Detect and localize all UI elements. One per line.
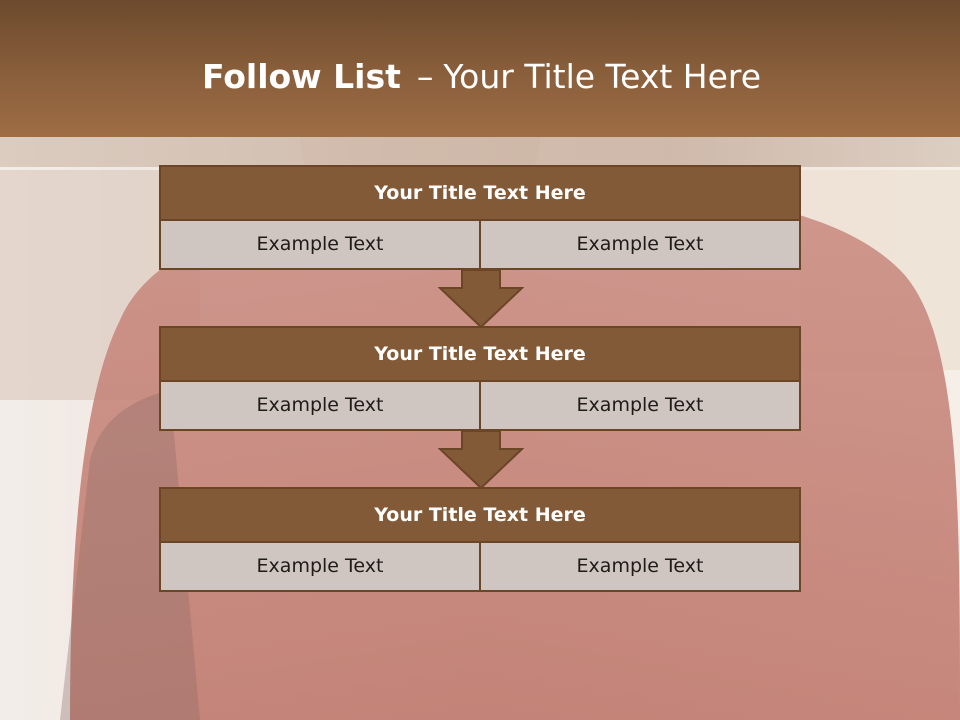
block-row: Example Text Example Text bbox=[159, 221, 801, 270]
follow-block-3: Your Title Text Here Example Text Exampl… bbox=[159, 487, 801, 592]
block-title: Your Title Text Here bbox=[159, 487, 801, 543]
follow-block-1: Your Title Text Here Example Text Exampl… bbox=[159, 165, 801, 270]
block-row: Example Text Example Text bbox=[159, 382, 801, 431]
arrow-down-icon bbox=[438, 431, 524, 489]
slide-title: Follow List–Your Title Text Here bbox=[202, 52, 761, 102]
title-bar bbox=[0, 0, 960, 137]
slide-title-bold: Follow List bbox=[202, 57, 401, 96]
block-row: Example Text Example Text bbox=[159, 543, 801, 592]
block-title: Your Title Text Here bbox=[159, 165, 801, 221]
block-title: Your Title Text Here bbox=[159, 326, 801, 382]
block-cell-right: Example Text bbox=[481, 221, 801, 270]
block-cell-left: Example Text bbox=[159, 543, 481, 592]
follow-block-2: Your Title Text Here Example Text Exampl… bbox=[159, 326, 801, 431]
title-bar-shadow bbox=[0, 137, 960, 167]
block-cell-left: Example Text bbox=[159, 221, 481, 270]
block-cell-left: Example Text bbox=[159, 382, 481, 431]
block-cell-right: Example Text bbox=[481, 543, 801, 592]
slide-title-separator: – bbox=[416, 57, 434, 96]
slide-title-text: Your Title Text Here bbox=[443, 57, 762, 96]
block-cell-right: Example Text bbox=[481, 382, 801, 431]
arrow-down-icon bbox=[438, 270, 524, 328]
